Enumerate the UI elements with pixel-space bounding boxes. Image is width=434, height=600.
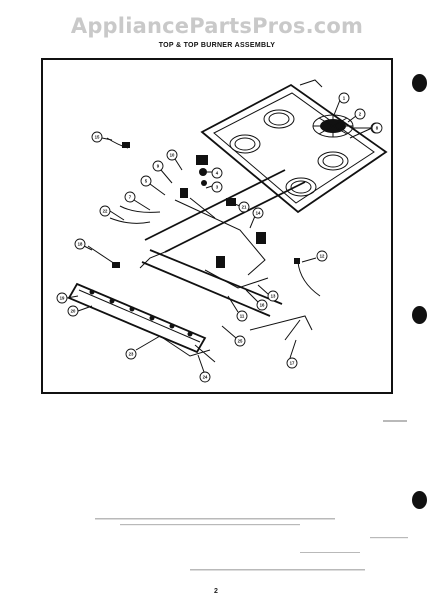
callout-c18: 18 (74, 238, 93, 251)
callout-c1: 1 (333, 92, 350, 116)
burner-cap (312, 114, 354, 138)
cooktop (200, 83, 388, 214)
callout-c8: 8 (349, 122, 383, 139)
control-panel (67, 282, 216, 363)
scan-noise (95, 420, 408, 571)
binder-hole-top (412, 74, 427, 92)
callout-c12: 12 (301, 250, 328, 263)
callout-label: 19 (60, 296, 65, 301)
callout-label: 10 (170, 153, 175, 158)
callout-c3: 3 (205, 181, 223, 193)
callout-label: 25 (238, 339, 243, 344)
callout-c13: 13 (257, 284, 279, 302)
callout-c20a: 20 (67, 305, 93, 317)
callout-c17: 17 (286, 339, 298, 369)
callout-c22: 22 (99, 205, 125, 221)
binder-hole-middle (412, 306, 427, 324)
callout-label: 24 (203, 375, 208, 380)
diagram-frame (41, 58, 393, 394)
callout-label: 12 (320, 254, 325, 259)
callout-label: 1 (343, 96, 346, 101)
callout-c10: 10 (166, 149, 183, 171)
callout-label: 2 (359, 112, 362, 117)
watermark: AppliancePartsPros.com (70, 14, 364, 38)
callout-label: 13 (271, 294, 276, 299)
callout-c21: 21 (231, 201, 250, 213)
callout-label: 5 (145, 179, 148, 184)
callout-c14: 14 (249, 207, 264, 229)
callout-c23: 23 (125, 335, 161, 360)
callout-label: 14 (256, 211, 261, 216)
callout-c15: 15 (91, 131, 113, 143)
callout-label: 20 (71, 309, 76, 314)
callout-label: 17 (290, 361, 295, 366)
callout-label: 15 (95, 135, 100, 140)
callout-c9: 9 (152, 160, 173, 184)
callout-c16: 16 (245, 289, 268, 311)
callout-label: 11 (240, 314, 245, 319)
callout-c25: 25 (221, 325, 246, 347)
binder-hole-bottom (412, 491, 427, 509)
callout-label: 21 (242, 205, 247, 210)
callout-label: 16 (260, 303, 265, 308)
callout-c19a: 19 (56, 292, 79, 304)
callout-label: 18 (78, 242, 83, 247)
callout-label: 4 (216, 171, 219, 176)
callout-label: 23 (129, 352, 134, 357)
callout-c11: 11 (227, 295, 248, 322)
callout-c7: 7 (124, 191, 151, 211)
callout-label: 7 (129, 195, 132, 200)
burner-assembly (139, 155, 306, 317)
callout-c24: 24 (197, 354, 211, 383)
callout-label: 9 (157, 164, 160, 169)
callout-label: 8 (376, 126, 379, 131)
diagram-title: TOP & TOP BURNER ASSEMBLY (158, 42, 276, 49)
callout-label: 22 (103, 209, 108, 214)
page-number: 2 (214, 588, 218, 595)
callout-label: 3 (216, 185, 219, 190)
callout-c4: 4 (206, 167, 223, 179)
callout-c2: 2 (347, 108, 366, 123)
callout-c5: 5 (140, 175, 166, 196)
